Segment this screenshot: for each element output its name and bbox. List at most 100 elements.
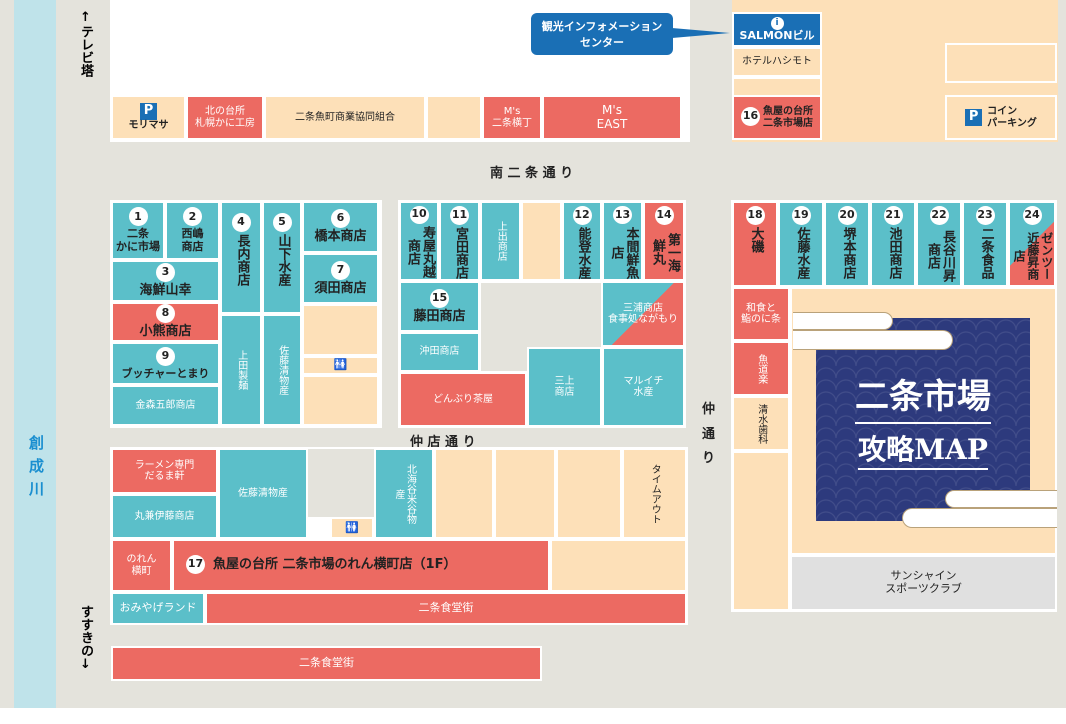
map-title: 二条市場 (855, 369, 991, 424)
river-label: 創成川 (27, 435, 45, 504)
label: 第一海鮮丸 (650, 232, 680, 272)
shop-ms-yokocho[interactable]: M's 二条横丁 (482, 95, 542, 140)
label: 二条食品 (978, 227, 994, 279)
label: 長谷川昇商店 (925, 230, 955, 282)
shop-uodoraku[interactable]: 魚道楽 (732, 341, 790, 396)
label: 能登水産 (575, 227, 591, 279)
shop-number: 20 (837, 206, 857, 225)
label: 魚道楽 (755, 353, 767, 384)
shop-21[interactable]: 21 池田商店 (870, 201, 916, 287)
shop-number: 14 (654, 206, 674, 225)
shop-23[interactable]: 23 二条食品 (962, 201, 1008, 287)
shop-number: 22 (929, 206, 949, 225)
shop-12[interactable]: 12 能登水産 (562, 201, 602, 281)
shop-number: 11 (450, 206, 469, 225)
shop-14[interactable]: 14 第一海鮮丸 (643, 201, 685, 281)
shop-ms-east[interactable]: M's EAST (542, 95, 682, 140)
nijo-shokudo-gai-1[interactable]: 二条食堂街 (205, 592, 687, 625)
info-bubble-pointer (672, 28, 730, 38)
info-bubble[interactable]: 観光インフォメーション センター (531, 13, 673, 55)
blank-lot (434, 448, 494, 539)
shop-kumiai[interactable]: 二条魚町商業協同組合 (264, 95, 426, 140)
shop-kitano[interactable]: 北の台所 札幌かに工房 (186, 95, 264, 140)
bottom-strip (0, 708, 1066, 724)
tv-tower-direction: ↑テレビ塔 (78, 10, 93, 77)
label: コイン パーキング (987, 106, 1037, 129)
label: 二条 かに市場 (116, 227, 160, 253)
shop-kanamori[interactable]: 金森五郎商店 (111, 385, 220, 426)
shop-number: 23 (975, 206, 995, 225)
map-subtitle: 攻略MAP (858, 428, 988, 470)
label: 宮田商店 (452, 227, 468, 279)
label: 橋本商店 (314, 229, 367, 245)
restroom[interactable]: 🚻 (302, 356, 379, 375)
blank-lot (732, 77, 822, 97)
label: 池田商店 (886, 227, 902, 279)
road-minami-nijo: 南 二 条 通 り (490, 166, 574, 181)
shop-ueda[interactable]: 上田製麺 (220, 314, 262, 426)
shop-donburi-chaya[interactable]: どんぶり茶屋 (399, 372, 527, 427)
label: 長内商店 (234, 234, 250, 286)
shop-kamide[interactable]: 上出商店 (480, 201, 521, 281)
open-space (308, 449, 374, 517)
shop-okita[interactable]: 沖田商店 (399, 332, 480, 372)
shop-washoku[interactable]: 和食と 鮨のに条 (732, 287, 790, 341)
shop-number: 2 (183, 207, 202, 227)
restroom[interactable]: 🚻 (330, 517, 374, 539)
blank-lot (550, 539, 687, 592)
shop-hokkaiya[interactable]: 北海谷米谷物産 (374, 448, 434, 539)
shop-number: 24 (1022, 206, 1042, 225)
shop-sato-seibutsu[interactable]: 佐藤清物産 (262, 314, 302, 426)
omiyage-land[interactable]: おみやげランド (111, 592, 205, 625)
timeout[interactable]: タイムアウト (622, 448, 687, 539)
shop-number: 4 (231, 213, 251, 232)
shop-mikami[interactable]: 三上 商店 (527, 347, 602, 427)
shop-maruichi[interactable]: マルイチ 水産 (602, 347, 685, 427)
hotel-hashimoto[interactable]: ホテルハシモト (732, 47, 822, 77)
shop-number: 12 (572, 206, 592, 225)
shop-number: 8 (156, 304, 175, 324)
label: 山下水産 (275, 234, 291, 286)
shop-4[interactable]: 4 長内商店 (220, 201, 262, 314)
nijo-shokudo-gai-2[interactable]: 二条食堂街 (111, 646, 542, 681)
shop-maruken[interactable]: 丸兼伊藤商店 (111, 494, 218, 539)
shop-number: 10 (409, 206, 429, 224)
label: 藤田商店 (413, 308, 466, 324)
shop-ramen-daruma[interactable]: ラーメン専門 だるま軒 (111, 448, 218, 494)
shop-11[interactable]: 11 宮田商店 (439, 201, 480, 281)
cloud-decoration (945, 490, 1057, 508)
shop-number: 6 (331, 209, 350, 229)
shop-sato-seibutsu-2[interactable]: 佐藤清物産 (218, 448, 308, 539)
blank-lot (302, 375, 379, 426)
shimizu-dental[interactable]: 清水歯科 (732, 396, 790, 451)
noren-yokocho[interactable]: のれん 横町 (111, 539, 172, 592)
shop-number: 21 (883, 206, 903, 225)
shop-miura[interactable]: 三浦商店 食事処ながもり (601, 281, 685, 347)
road-naka-mise: 仲 店 通 り (410, 435, 476, 450)
sunshine-sports-club[interactable]: サンシャイン スポーツクラブ (790, 555, 1057, 611)
shop-22[interactable]: 22 長谷川昇商店 (916, 201, 962, 287)
cloud-decoration (793, 312, 893, 330)
shop-number: 15 (430, 288, 449, 308)
label: 本間鮮魚店 (608, 226, 639, 279)
